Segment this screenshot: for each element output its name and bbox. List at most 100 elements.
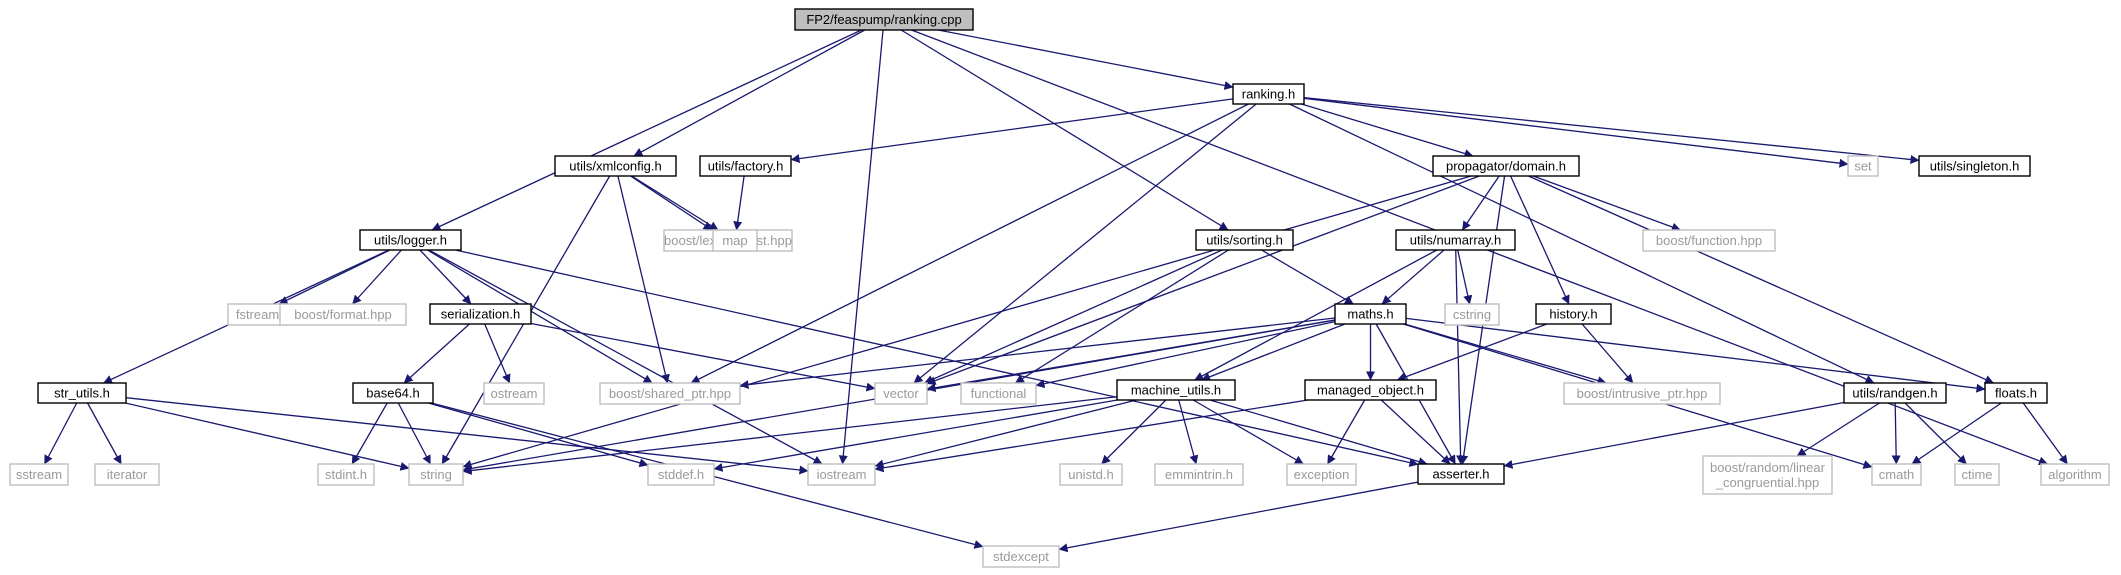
node-box (1563, 382, 1721, 405)
node-exception: exception (1286, 463, 1357, 486)
node-linear-congruential: boost/random/linear_congruential.hpp (1702, 455, 1833, 495)
node-box (37, 382, 127, 404)
node-fstream: fstream (227, 303, 288, 326)
node-label: boost/shared_ptr.hpp (609, 386, 731, 401)
node-box (408, 463, 464, 486)
node-box (279, 303, 407, 326)
node-box (1918, 155, 2031, 177)
edge-xmlconfig_h-to-lexical_cast (630, 175, 713, 231)
node-history-h[interactable]: history.h (1535, 303, 1612, 325)
edge-root-to-logger_h (431, 29, 862, 231)
node-base64-h[interactable]: base64.h (352, 382, 434, 404)
node-box (94, 463, 160, 486)
edge-randgen_h-to-ctime (1904, 402, 1967, 465)
node-label: fstream (236, 307, 279, 322)
node-box (1286, 463, 1357, 486)
edge-layer (43, 29, 2068, 553)
edge-history_h-to-intrusive_ptr (1581, 323, 1634, 384)
node-label: cstring (1453, 307, 1491, 322)
edge-ranking_h-to-set (1303, 97, 1849, 168)
node-root[interactable]: FP2/feaspump/ranking.cpp (794, 8, 974, 31)
edge-root-to-xmlconfig_h (633, 29, 866, 157)
node-label: ctime (1961, 467, 1992, 482)
edge-ranking_h-to-factory_h (790, 98, 1234, 164)
edge-xmlconfig_h-to-map (631, 175, 719, 231)
edge-serialization_h-to-base64_h (403, 323, 470, 384)
node-domain-h[interactable]: propagator/domain.h (1432, 155, 1580, 177)
node-ctime: ctime (1954, 463, 2000, 486)
node-label: history.h (1549, 307, 1597, 322)
edge-ranking_h-to-shared_ptr (690, 103, 1249, 384)
node-logger-h[interactable]: utils/logger.h (359, 229, 462, 251)
node-serialization-h[interactable]: serialization.h (429, 303, 532, 325)
node-xmlconfig-h[interactable]: utils/xmlconfig.h (554, 155, 677, 177)
edge-logger_h-to-boost_format (352, 249, 402, 305)
edge-numarray_h-to-cstring (1457, 249, 1473, 305)
node-label: boost/intrusive_ptr.hpp (1577, 386, 1708, 401)
edge-machine_utils_h-to-stddef_h (713, 399, 1118, 472)
node-box (1304, 379, 1437, 401)
node-factory-h[interactable]: utils/factory.h (699, 155, 792, 177)
edge-maths_h-to-shared_ptr (739, 317, 1336, 390)
node-iterator: iterator (94, 463, 160, 486)
node-machine-utils-h[interactable]: machine_utils.h (1116, 379, 1236, 401)
edge-logger_h-to-shared_ptr (427, 249, 653, 384)
edge-serialization_h-to-vector (530, 322, 876, 392)
node-floats-h[interactable]: floats.h (1984, 382, 2048, 404)
edge-domain_h-to-boost_function (1533, 175, 1681, 232)
node-label: maths.h (1347, 307, 1393, 322)
node-label: boost/function.hpp (1656, 233, 1762, 248)
node-stdint-h: stdint.h (317, 463, 375, 486)
edge-str_utils_h-to-iterator (86, 402, 122, 465)
node-label: algorithm (2048, 467, 2101, 482)
edge-root-to-sorting_h (900, 29, 1229, 231)
edge-domain_h-to-string (462, 175, 1472, 469)
edge-managed_object_h-to-iostream (874, 399, 1308, 473)
edge-factory_h-to-map (733, 175, 745, 231)
node-ranking-h[interactable]: ranking.h (1232, 83, 1305, 105)
edge-ranking_h-to-vector (913, 103, 1257, 384)
node-label: base64.h (366, 386, 420, 401)
edge-ranking_h-to-domain_h (1301, 103, 1474, 158)
node-label: utils/logger.h (374, 233, 447, 248)
node-sorting-h[interactable]: utils/sorting.h (1195, 229, 1294, 251)
node-box (1432, 155, 1580, 177)
node-str-utils-h[interactable]: str_utils.h (37, 382, 127, 404)
node-box (1232, 83, 1305, 105)
node-box (982, 545, 1060, 568)
edge-logger_h-to-asserter_h (455, 249, 1419, 467)
node-label: serialization.h (441, 307, 521, 322)
node-unistd-h: unistd.h (1059, 463, 1123, 486)
node-maths-h[interactable]: maths.h (1334, 303, 1407, 325)
node-boost-function: boost/function.hpp (1642, 229, 1776, 252)
node-label: set (1854, 159, 1872, 174)
node-box (699, 155, 792, 177)
node-box (352, 382, 434, 404)
node-box (1954, 463, 2000, 486)
node-box (1195, 229, 1294, 251)
node-intrusive-ptr: boost/intrusive_ptr.hpp (1563, 382, 1721, 405)
node-asserter-h[interactable]: asserter.h (1417, 463, 1505, 485)
node-randgen-h[interactable]: utils/randgen.h (1843, 382, 1947, 404)
node-functional: functional (960, 382, 1037, 405)
edge-numarray_h-to-maths_h (1381, 249, 1445, 305)
node-string: string (408, 463, 464, 486)
node-box (1334, 303, 1407, 325)
node-label: boost/format.hpp (294, 307, 392, 322)
edge-logger_h-to-iostream (428, 249, 823, 465)
node-vector: vector (874, 382, 928, 405)
edge-floats_h-to-algorithm (2022, 402, 2068, 465)
node-cmath: cmath (1871, 463, 1922, 486)
node-box (1702, 455, 1833, 495)
node-label: unistd.h (1068, 467, 1114, 482)
node-label: propagator/domain.h (1446, 159, 1566, 174)
node-box (429, 303, 532, 325)
node-box (1116, 379, 1236, 401)
node-label: utils/randgen.h (1852, 386, 1937, 401)
node-numarray-h[interactable]: utils/numarray.h (1395, 229, 1516, 251)
node-managed-object-h[interactable]: managed_object.h (1304, 379, 1437, 401)
edge-sorting_h-to-functional (1014, 249, 1229, 384)
node-singleton-h[interactable]: utils/singleton.h (1918, 155, 2031, 177)
node-box (874, 382, 928, 405)
